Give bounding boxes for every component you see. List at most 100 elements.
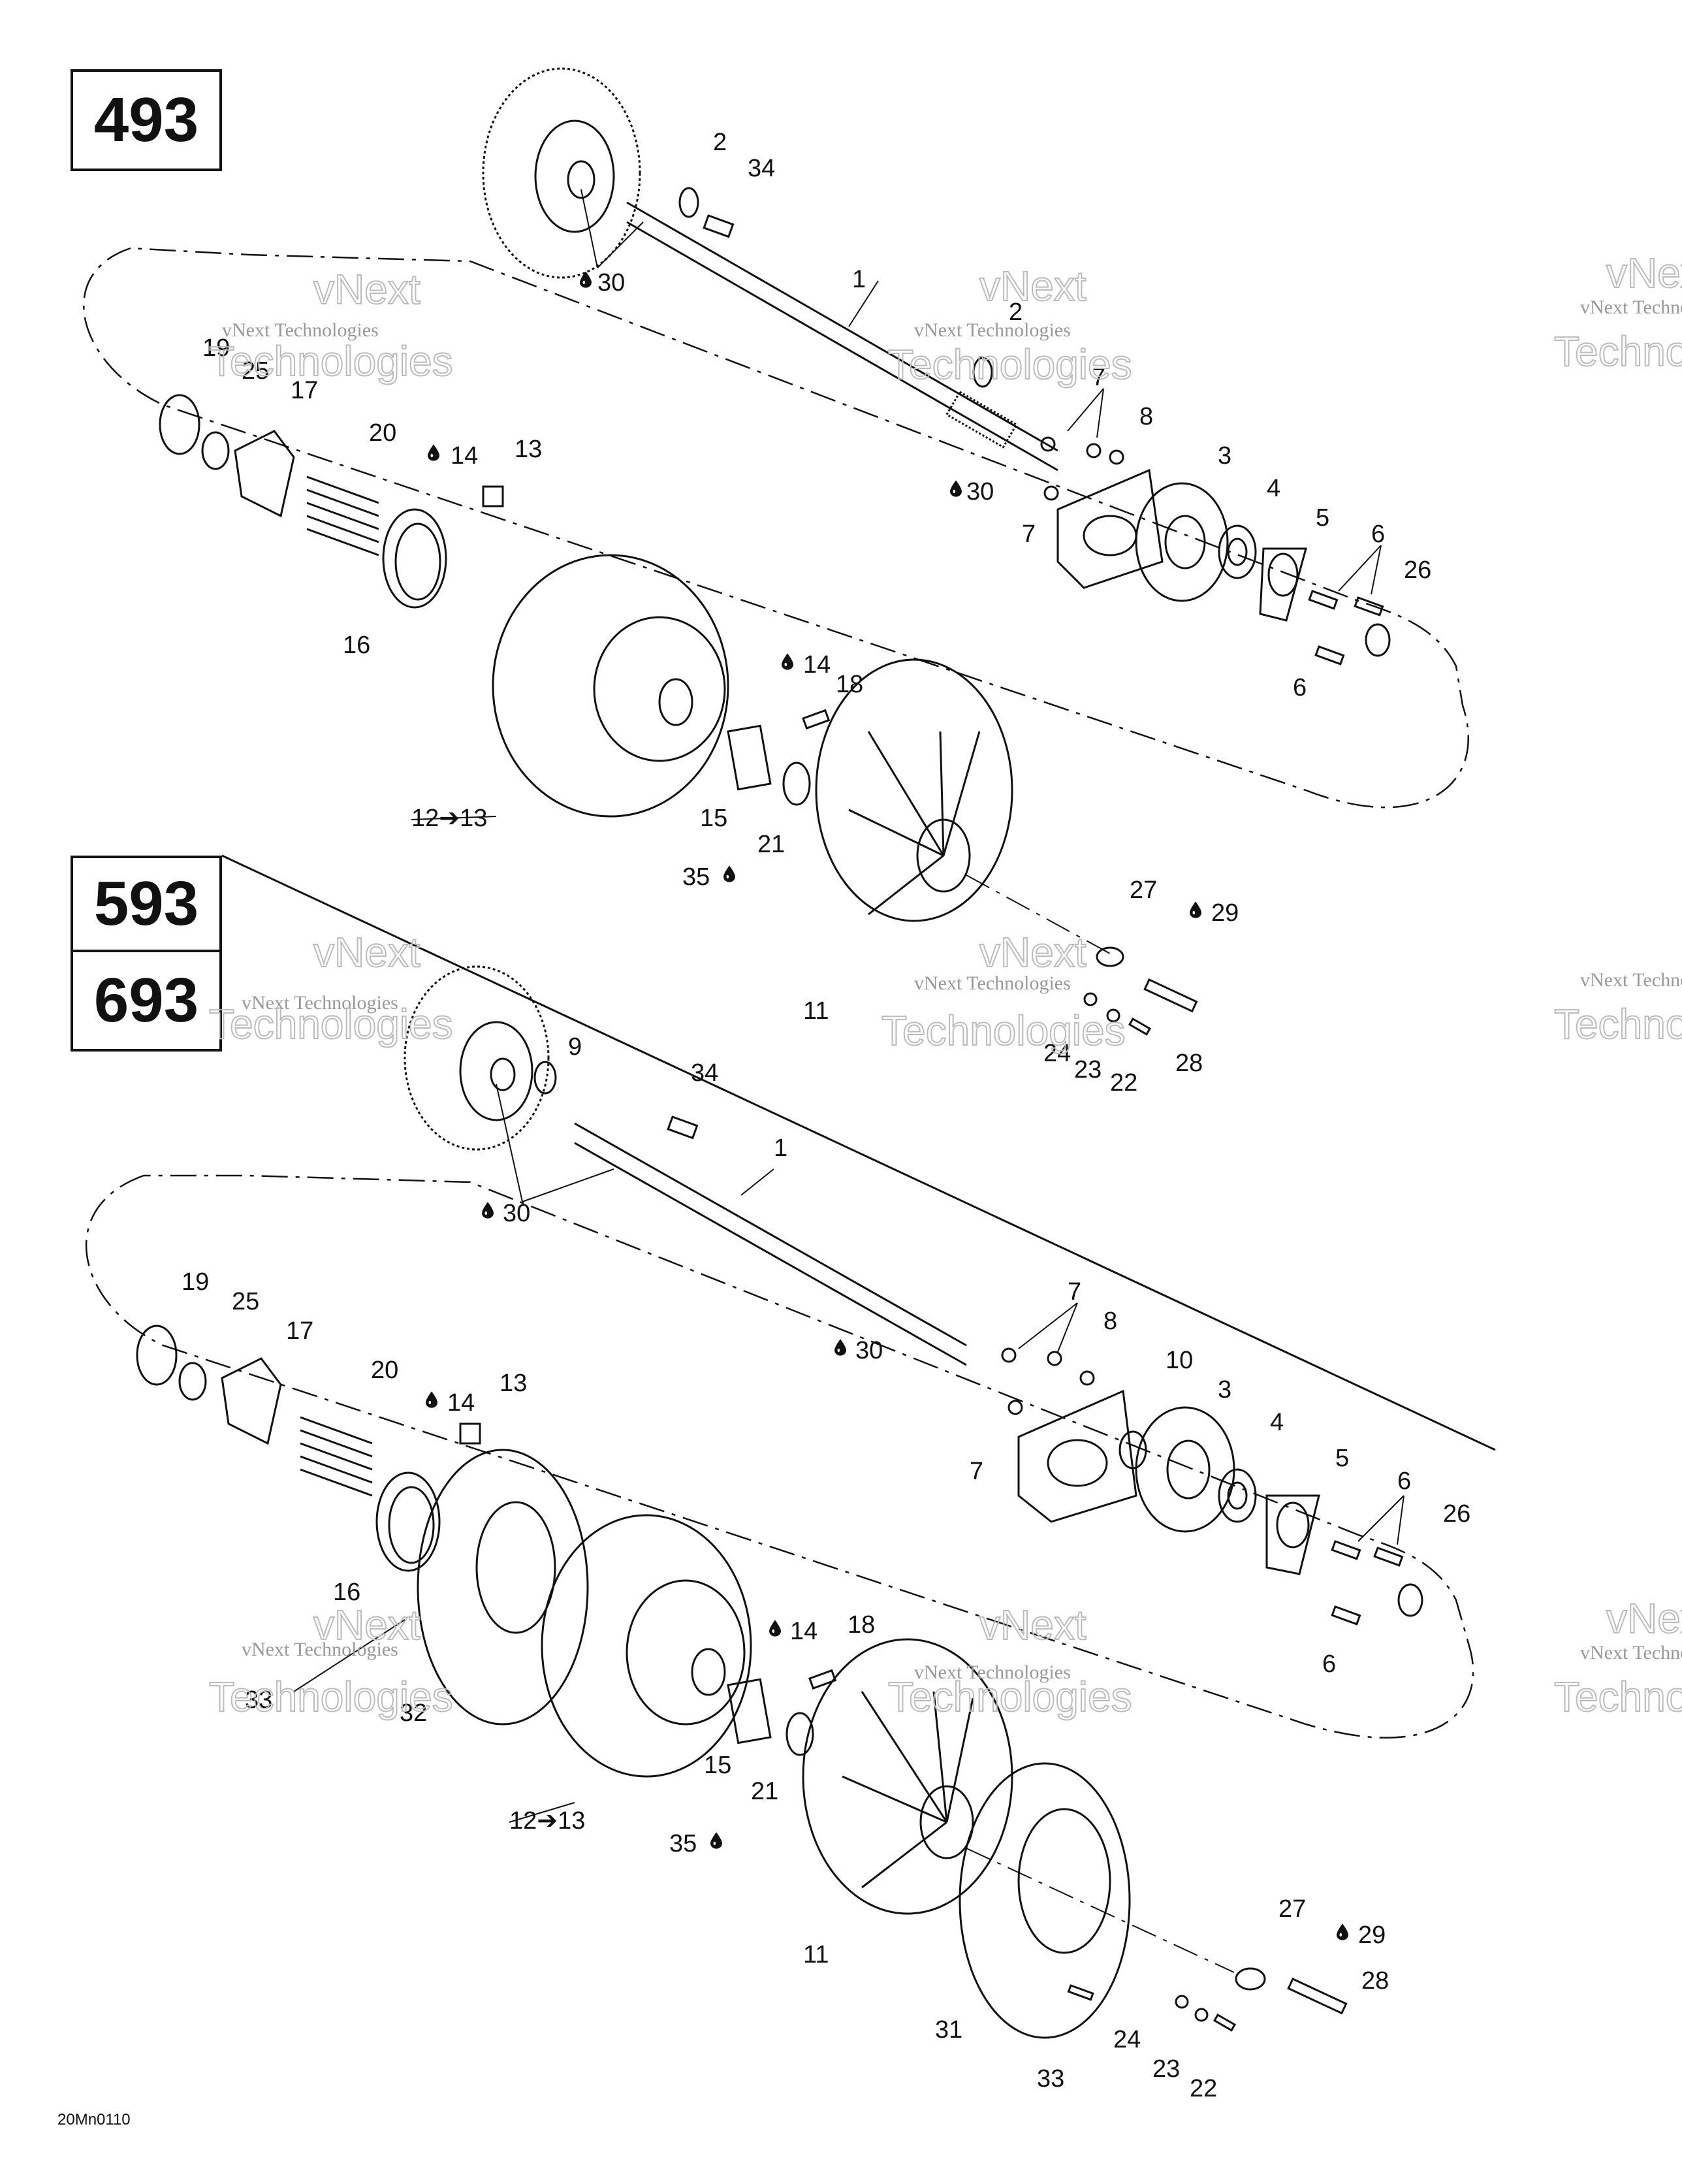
callout-22: 22 xyxy=(1110,1069,1137,1097)
svg-text:vNext Technologies: vNext Technologies xyxy=(914,972,1071,994)
callout-8: 8 xyxy=(1103,1308,1117,1335)
section-divider xyxy=(221,854,1496,1451)
callout-14: 14 xyxy=(803,651,831,679)
svg-text:Technologies: Technologies xyxy=(209,1673,453,1720)
callout-9: 9 xyxy=(568,1033,582,1061)
upper-washer-25 xyxy=(201,431,230,470)
lower-callouts: 1 34 9 30 30 7 7 8 10 3 4 5 6 6 26 19 25… xyxy=(182,1033,1470,2102)
lower-washer-21 xyxy=(785,1712,814,1756)
lower-washer-10 xyxy=(1119,1430,1147,1469)
lower-bolt-6a xyxy=(1331,1540,1361,1560)
lower-circlip-26 xyxy=(1397,1583,1423,1617)
upper-washer-24 xyxy=(1083,992,1098,1006)
callout-4: 4 xyxy=(1270,1409,1284,1436)
upper-assembly xyxy=(83,67,1469,1036)
lower-bushing-15 xyxy=(727,1678,772,1744)
callout-1: 1 xyxy=(852,266,866,293)
callout-6: 6 xyxy=(1293,674,1307,701)
lubricant-drop-icon xyxy=(769,1620,781,1637)
svg-text:vNext Technologies: vNext Technologies xyxy=(242,992,398,1014)
callout-8: 8 xyxy=(1139,403,1153,430)
upper-bearing-4 xyxy=(1218,524,1257,579)
callout-28: 28 xyxy=(1175,1050,1203,1077)
callout-19: 19 xyxy=(202,334,230,362)
lower-spacer-9 xyxy=(533,1061,557,1095)
lower-screw-22 xyxy=(1213,2013,1237,2032)
upper-envelope-outline xyxy=(83,247,1469,809)
callout-13: 13 xyxy=(515,436,542,463)
callout-16: 16 xyxy=(343,632,370,659)
callout-30: 30 xyxy=(597,269,625,297)
drawing-reference-code: 20Mn0110 xyxy=(57,2111,131,2128)
svg-text:Technologies: Technologies xyxy=(1554,1001,1682,1048)
callout-7: 7 xyxy=(970,1458,983,1485)
upper-o-ring-2a xyxy=(678,187,699,218)
lower-gear-disk xyxy=(404,965,550,1151)
lubricant-drop-icon xyxy=(1190,901,1201,918)
svg-text:vNext: vNext xyxy=(313,266,420,313)
lower-support-bracket xyxy=(1017,1389,1137,1523)
callout-20: 20 xyxy=(369,419,396,447)
upper-circlip-19 xyxy=(159,394,200,455)
lower-bolt-6b xyxy=(1373,1547,1404,1567)
callout-14: 14 xyxy=(447,1389,475,1417)
svg-text:vNext: vNext xyxy=(979,929,1087,976)
upper-ring-16 xyxy=(382,508,447,609)
callout-14: 14 xyxy=(451,442,478,470)
callout-27: 27 xyxy=(1278,1895,1306,1923)
callout-30: 30 xyxy=(503,1200,530,1227)
upper-cam-17 xyxy=(234,430,295,518)
lower-bearing-plate xyxy=(1135,1406,1235,1533)
svg-text:Technologies: Technologies xyxy=(888,1673,1132,1720)
lubricant-drop-icon xyxy=(710,1832,722,1849)
callout-28: 28 xyxy=(1361,1967,1389,1995)
lower-cover-32 xyxy=(417,1449,589,1726)
lower-flange-5 xyxy=(1265,1494,1320,1575)
callout-11: 11 xyxy=(803,1941,829,1968)
upper-bolt-28 xyxy=(1143,978,1198,1013)
callout-18: 18 xyxy=(848,1611,875,1639)
callout-15: 15 xyxy=(704,1752,731,1779)
callout-30: 30 xyxy=(855,1337,883,1364)
svg-text:Technologies: Technologies xyxy=(1554,328,1682,375)
svg-text:vNext: vNext xyxy=(1606,249,1682,297)
lower-spring-20 xyxy=(300,1416,373,1497)
lubricant-drop-icon xyxy=(428,444,439,461)
callout-35: 35 xyxy=(669,1830,697,1857)
callout-2: 2 xyxy=(1009,298,1023,326)
callout-14: 14 xyxy=(790,1618,817,1645)
callout-17: 17 xyxy=(286,1317,313,1345)
upper-support-bracket xyxy=(1056,468,1164,589)
svg-text:vNext Technologies: vNext Technologies xyxy=(242,1639,398,1660)
callout-12-13: 12➔13 xyxy=(509,1807,585,1835)
svg-text:Technologies: Technologies xyxy=(1554,1673,1682,1720)
callout-6: 6 xyxy=(1371,521,1385,548)
callout-21: 21 xyxy=(757,831,785,858)
callout-7: 7 xyxy=(1068,1278,1081,1306)
upper-washer-21 xyxy=(782,762,811,806)
upper-fixed-half-wheel xyxy=(815,658,1013,922)
callout-16: 16 xyxy=(333,1579,360,1606)
callout-27: 27 xyxy=(1130,876,1157,904)
lower-envelope-outline xyxy=(85,1174,1474,1739)
lubricant-drop-icon xyxy=(580,271,592,288)
upper-nut-23 xyxy=(1106,1008,1120,1023)
callout-7: 7 xyxy=(1092,364,1105,391)
callout-4: 4 xyxy=(1267,475,1280,502)
upper-callouts: 1 2 2 34 30 30 7 7 8 3 4 5 6 6 26 19 25 … xyxy=(202,129,1431,1097)
lower-fixed-half-wheel xyxy=(802,1638,1013,1915)
svg-text:vNext Technologies: vNext Technologies xyxy=(914,1662,1071,1683)
upper-shaft xyxy=(626,201,1058,452)
upper-gear-disk xyxy=(482,67,641,279)
lubricant-drop-icon xyxy=(723,865,735,882)
upper-sliding-half xyxy=(492,554,729,818)
svg-text:vNext: vNext xyxy=(313,929,420,976)
upper-flange-5 xyxy=(1259,547,1307,622)
svg-text:vNext: vNext xyxy=(979,263,1087,310)
lower-cam-17 xyxy=(221,1357,282,1445)
lower-nut-7c xyxy=(1008,1400,1023,1415)
callout-32: 32 xyxy=(400,1699,427,1727)
callout-30: 30 xyxy=(966,478,994,506)
model-badge-493: 493 xyxy=(71,69,222,171)
